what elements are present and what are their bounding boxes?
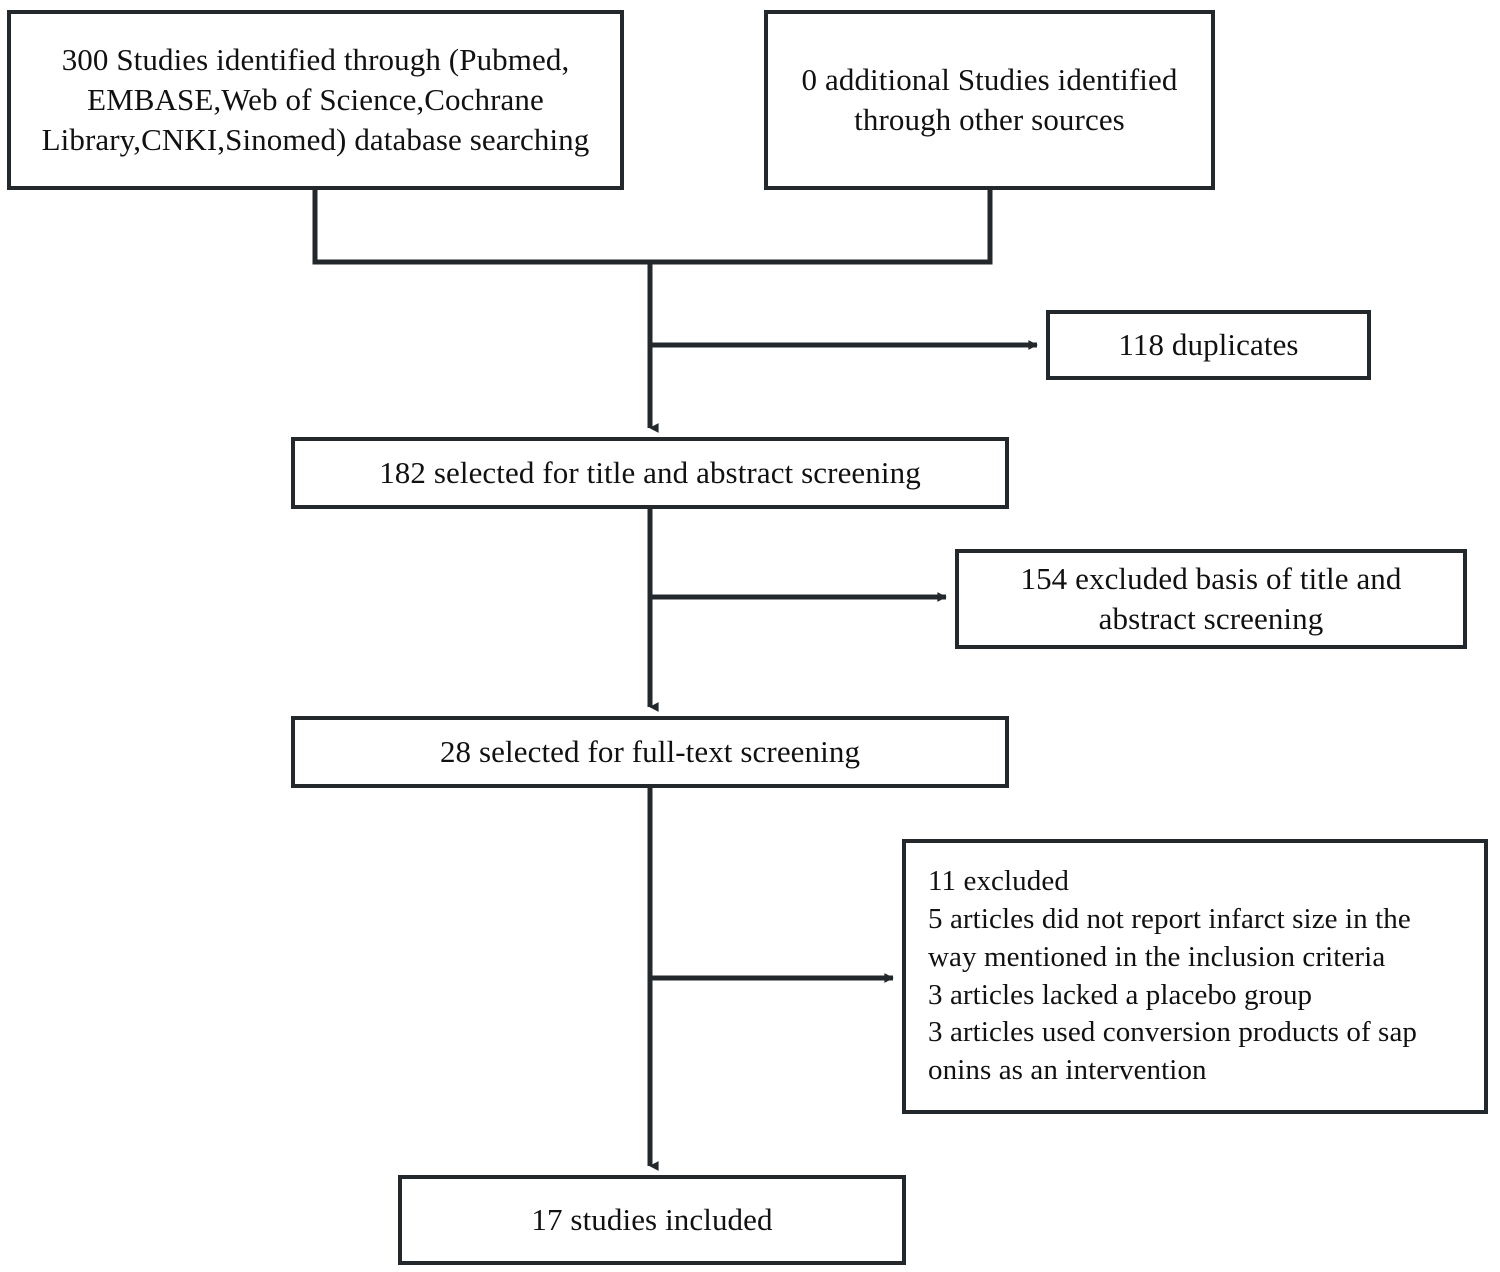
node-selected-fulltext-screening: 28 selected for full-text screening — [291, 716, 1009, 788]
node-studies-included-text: 17 studies included — [531, 1201, 773, 1237]
connector-additional-to-merge — [650, 190, 993, 265]
node-excluded-fulltext-text: 11 excluded 5 articles did not report in… — [928, 865, 1418, 1086]
node-studies-identified-database: 300 Studies identified through (Pubmed, … — [7, 10, 624, 190]
node-studies-identified-database-text: 300 Studies identified through (Pubmed, … — [41, 41, 590, 158]
node-additional-studies-other-sources-text: 0 additional Studies identified through … — [801, 61, 1178, 137]
node-excluded-title-abstract-text: 154 excluded basis of title and abstract… — [1020, 560, 1402, 636]
node-duplicates-text: 118 duplicates — [1118, 326, 1299, 362]
connector-identified-to-merge — [312, 190, 650, 265]
node-duplicates: 118 duplicates — [1046, 310, 1371, 380]
node-selected-fulltext-screening-text: 28 selected for full-text screening — [439, 733, 861, 769]
node-selected-title-abstract-screening-text: 182 selected for title and abstract scre… — [379, 454, 921, 490]
node-selected-title-abstract-screening: 182 selected for title and abstract scre… — [291, 437, 1009, 509]
node-additional-studies-other-sources: 0 additional Studies identified through … — [764, 10, 1215, 190]
node-studies-included: 17 studies included — [398, 1175, 906, 1265]
node-excluded-fulltext: 11 excluded 5 articles did not report in… — [902, 839, 1488, 1114]
node-excluded-title-abstract: 154 excluded basis of title and abstract… — [955, 549, 1467, 649]
